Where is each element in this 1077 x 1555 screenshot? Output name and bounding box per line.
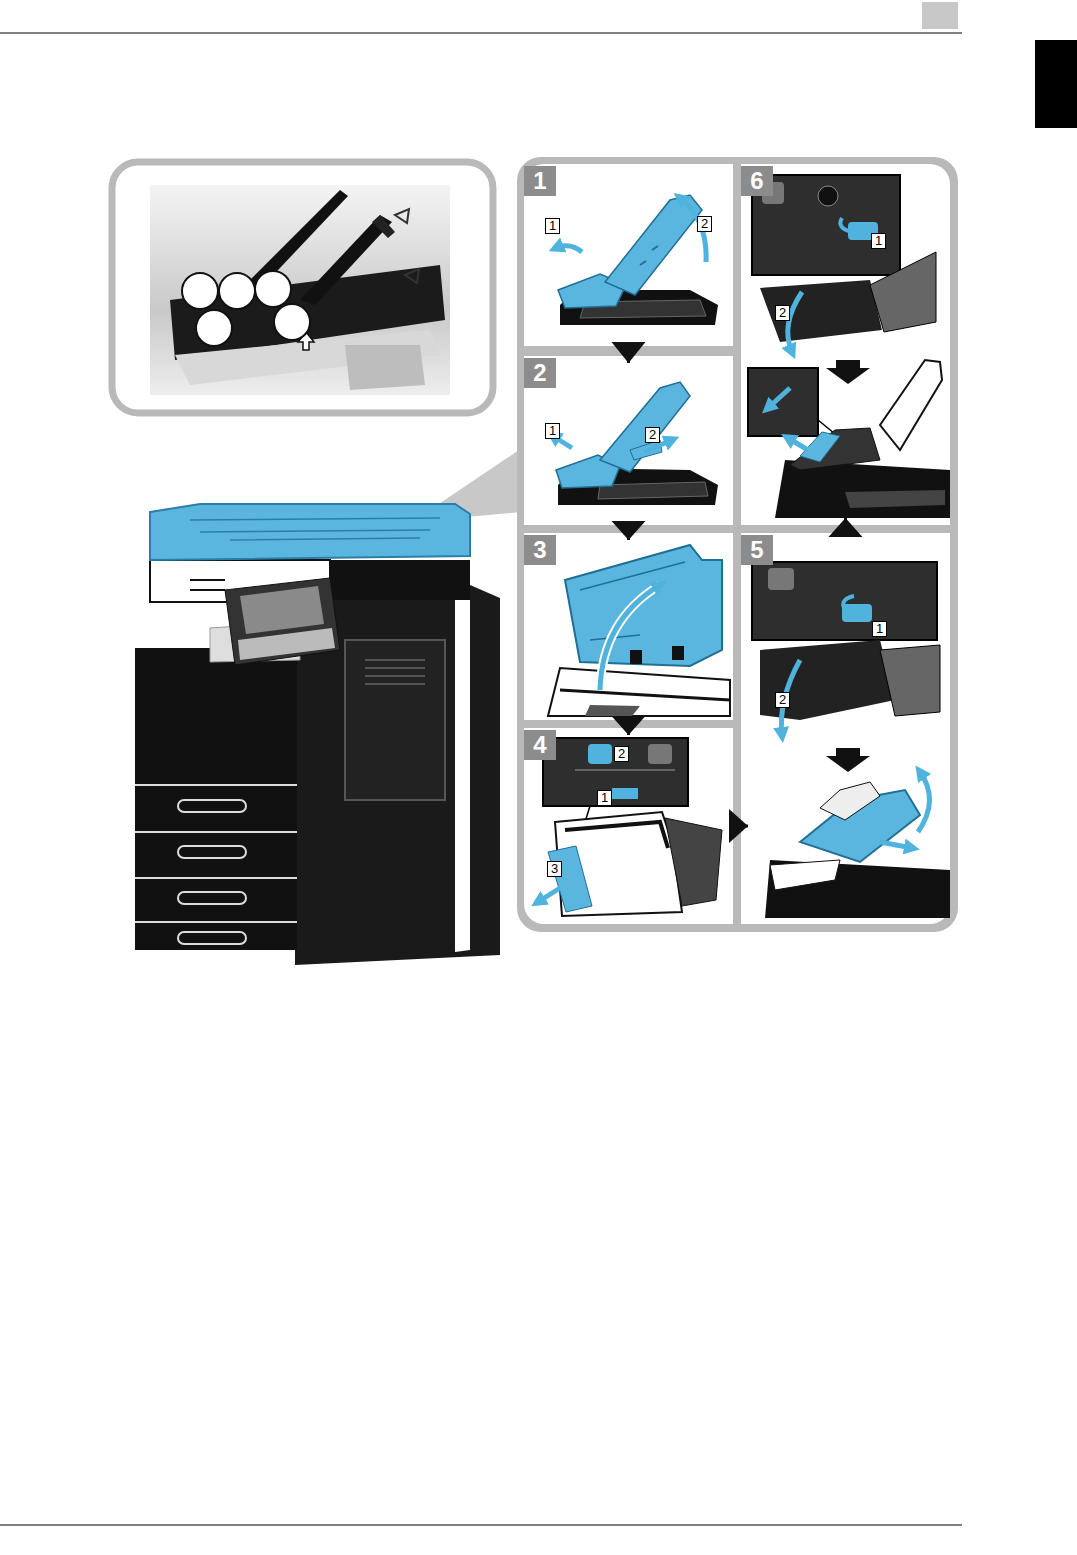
steps-frame — [517, 157, 958, 932]
step-number: 3 — [524, 535, 556, 565]
step-number: 4 — [524, 730, 556, 760]
callout-number: 1 — [545, 218, 560, 234]
step-panel: 2 — [524, 356, 733, 525]
step-number: 2 — [524, 358, 556, 388]
inset-frame — [112, 162, 493, 413]
callout-number: 1 — [872, 621, 887, 637]
step-arrow — [829, 518, 863, 537]
header-rule — [0, 33, 962, 34]
step-number: 1 — [524, 166, 556, 196]
step2-illustration — [553, 382, 718, 505]
inset-photo — [150, 185, 450, 395]
callout-number: 2 — [775, 692, 790, 708]
callout-number: 1 — [545, 423, 560, 439]
step5-illustration — [752, 562, 950, 918]
step-arrow — [612, 342, 646, 363]
arrow-head — [612, 342, 646, 363]
step1-illustration — [556, 195, 718, 325]
callout-number: 1 — [597, 790, 612, 806]
arrow-head — [829, 518, 863, 537]
step-number: 5 — [741, 535, 773, 565]
callout-number: 2 — [645, 427, 660, 443]
footer-rule — [0, 1525, 962, 1526]
step4-illustration — [538, 738, 722, 916]
chapter-tab — [1035, 40, 1077, 128]
callout-number: 2 — [775, 305, 790, 321]
step-number: 6 — [741, 166, 773, 196]
step-panel: 3 — [524, 533, 733, 720]
arrow-head — [729, 809, 748, 843]
callout-number: 3 — [547, 861, 562, 877]
arrow-head — [612, 716, 646, 735]
step-arrow — [612, 716, 646, 735]
panel-grounds — [524, 164, 950, 924]
step-panel: 1 — [524, 164, 733, 346]
copier-illustration — [135, 504, 500, 965]
step-arrow — [612, 521, 646, 540]
page-box — [922, 2, 958, 29]
step-panel: 5 — [741, 533, 950, 924]
step3-illustration — [548, 545, 730, 716]
callout-number: 2 — [614, 746, 629, 762]
arrow-head — [612, 521, 646, 540]
callout-number: 1 — [871, 233, 886, 249]
callout-number: 2 — [697, 216, 712, 232]
step-arrow — [729, 809, 748, 843]
step6-illustration — [748, 175, 950, 518]
step-panel: 6 — [741, 164, 950, 525]
